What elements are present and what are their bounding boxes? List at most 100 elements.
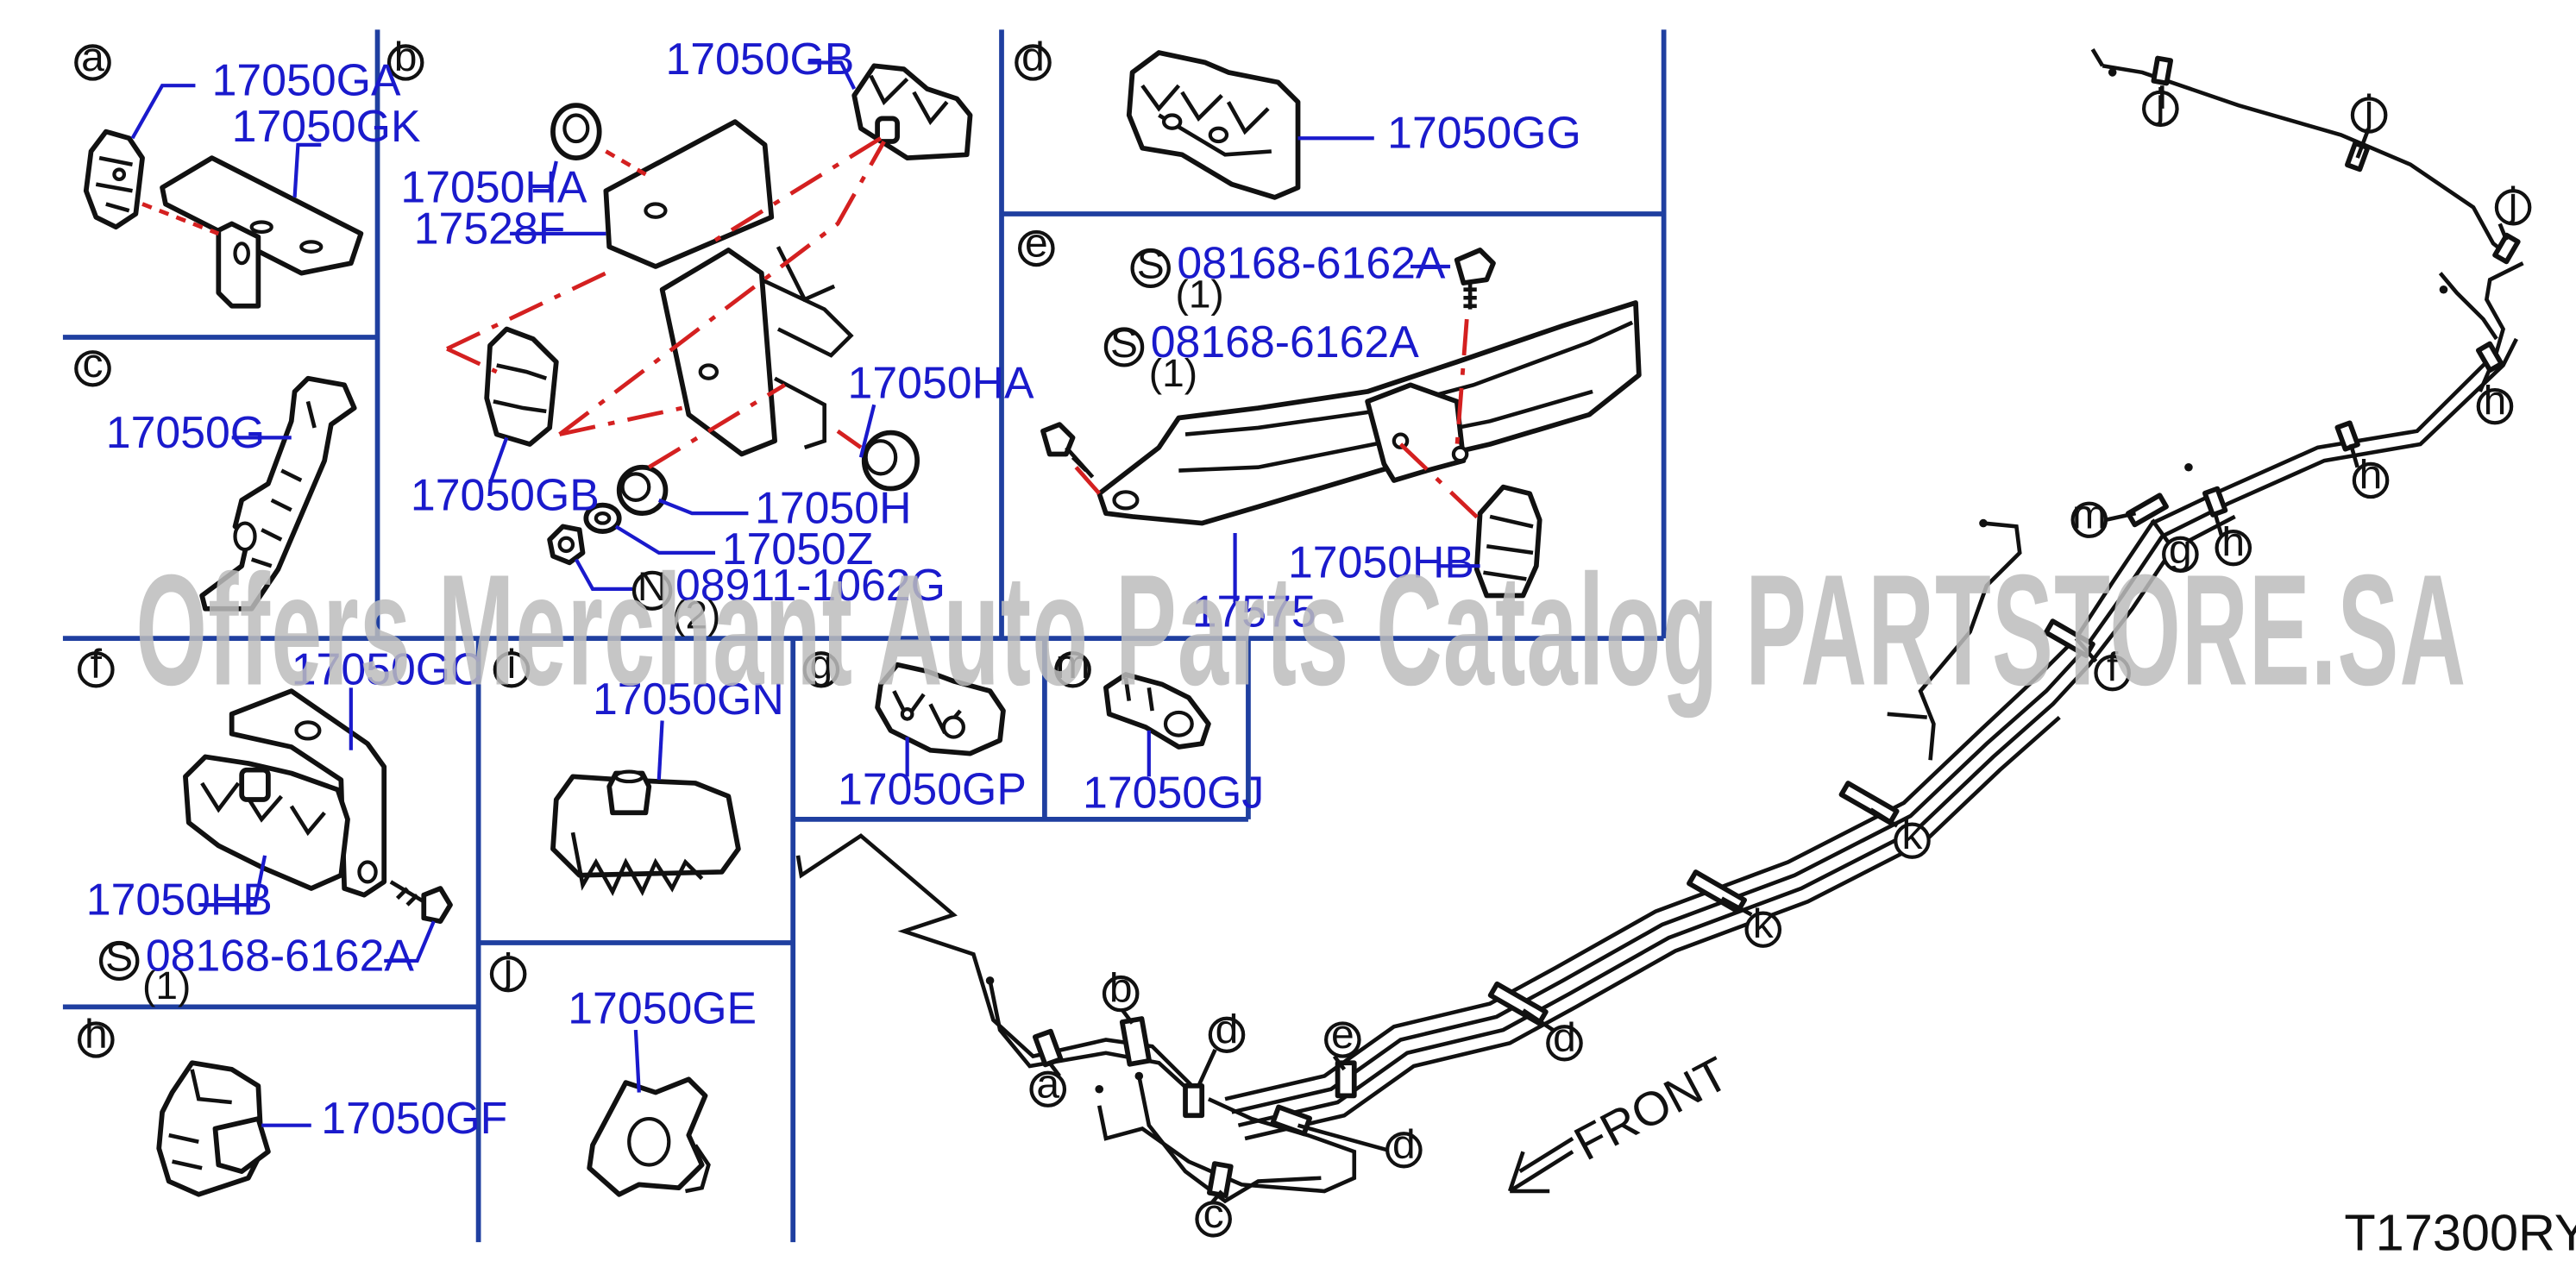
- part-number[interactable]: 17050GB: [411, 469, 600, 519]
- clip-17050hb-f-drawing: [183, 754, 350, 891]
- panel-label: a: [81, 35, 104, 80]
- panel-marker-d: d: [1015, 35, 1052, 81]
- prefix-s-marker: S: [1130, 242, 1171, 288]
- part-number[interactable]: 17050GB: [665, 34, 854, 84]
- panel-m: 17050GJ: [1083, 672, 1264, 818]
- callout-g: g: [2162, 526, 2199, 573]
- callout-label: k: [1753, 901, 1774, 947]
- part-number[interactable]: 17050GN: [593, 674, 784, 724]
- panel-a: 17050GA 17050GK: [83, 55, 421, 309]
- panel-label: f: [91, 642, 103, 687]
- callout-d: d: [1385, 1122, 1423, 1169]
- bolt-08168-f-drawing: [389, 880, 453, 925]
- callout-label: h: [2359, 453, 2383, 499]
- diagram-code: T17300RY: [2344, 1204, 2576, 1262]
- callout-j: j: [2350, 87, 2388, 134]
- panel-marker-c: c: [74, 341, 111, 387]
- part-number[interactable]: 17050H: [755, 483, 911, 533]
- clip-17050g-drawing: [199, 375, 357, 612]
- part-number[interactable]: 17528F: [414, 203, 566, 253]
- brake-tube-routing: [795, 48, 2524, 1204]
- crossmember-17575-drawing: [1096, 300, 1642, 526]
- quantity: (1): [1176, 272, 1224, 317]
- clip-17050gn-drawing: [550, 769, 741, 896]
- callout-h: h: [2352, 453, 2390, 499]
- callout-h: h: [2476, 379, 2514, 425]
- callout-k: k: [1894, 813, 1931, 859]
- part-number[interactable]: 17050HA: [400, 162, 587, 212]
- part-number[interactable]: 17050GF: [321, 1093, 507, 1143]
- panel-label: m: [1056, 642, 1090, 687]
- callout-label: e: [1331, 1012, 1354, 1057]
- nut-08911-drawing: [547, 524, 586, 566]
- panel-marker-h: h: [78, 1012, 115, 1058]
- washer-17050z-drawing: [583, 502, 622, 534]
- panel-c: 17050G: [106, 375, 357, 612]
- callout-label: m: [2072, 492, 2107, 537]
- panel-e: S 08168-6162A (1) S 08168-6162A (1) 1757…: [1040, 238, 1642, 637]
- callout-label: h: [2484, 379, 2507, 424]
- front-label: FRONT: [1566, 1046, 1737, 1170]
- callout-m: m: [2070, 492, 2108, 538]
- callout-h: h: [2215, 520, 2252, 567]
- panel-g: 17050GP: [838, 662, 1027, 814]
- quantity: (1): [142, 963, 191, 1007]
- panel-j: 17050GE: [568, 983, 757, 1197]
- callout-b: b: [1102, 966, 1140, 1013]
- quantity: (1): [1149, 350, 1197, 395]
- callout-label: a: [1036, 1061, 1059, 1107]
- callout-e: e: [1324, 1012, 1361, 1058]
- grommet-17050ha-left-drawing: [550, 103, 602, 160]
- panel-label: g: [809, 642, 832, 687]
- panel-marker-b: b: [386, 35, 424, 81]
- part-number[interactable]: 17050GA: [212, 55, 401, 105]
- clip-17050gp-drawing: [875, 662, 1006, 756]
- front-direction-indicator: FRONT: [1507, 1046, 1737, 1194]
- part-number[interactable]: 17050HB: [86, 875, 273, 925]
- part-number[interactable]: 08911-1062G: [675, 560, 946, 610]
- panel-marker-a: a: [74, 35, 111, 81]
- part-number[interactable]: 17050HB: [1288, 537, 1474, 587]
- part-number[interactable]: 08168-6162A: [1177, 238, 1446, 288]
- part-number[interactable]: 17050G: [106, 407, 265, 457]
- part-number[interactable]: 17575: [1192, 587, 1316, 637]
- clip-17050ga-drawing: [83, 129, 145, 230]
- callout-label: j: [2363, 87, 2374, 133]
- bolt-08168-lower-drawing: [1040, 422, 1095, 479]
- part-number[interactable]: 08168-6162A: [146, 931, 415, 981]
- panel-label: d: [1021, 35, 1045, 80]
- callout-label: k: [1901, 813, 1922, 858]
- panel-marker-m: m: [1054, 642, 1091, 688]
- panel-d: 17050GG: [1126, 50, 1581, 200]
- part-number[interactable]: 17050GK: [232, 101, 421, 151]
- panel-label: b: [394, 35, 418, 80]
- callout-label: h: [2221, 520, 2245, 566]
- panel-frames: [62, 29, 1667, 1243]
- part-number[interactable]: 17050GP: [838, 764, 1027, 814]
- callout-j: j: [2494, 179, 2532, 226]
- prefix-mark: S: [1137, 242, 1165, 287]
- watermark-text: Offers Merchant Auto Parts Catalog PARTS…: [135, 542, 2466, 718]
- clip-17050gb-top-drawing: [851, 63, 973, 160]
- callout-label: c: [1203, 1191, 1224, 1237]
- part-number[interactable]: 17050GE: [568, 983, 757, 1033]
- panel-h: 17050GF: [156, 1060, 507, 1197]
- bracket-17528f-drawing: [603, 119, 854, 457]
- bracket-17050gk-drawing: [160, 155, 364, 309]
- prefix-s-marker: S: [98, 935, 140, 982]
- callout-label: f: [2107, 645, 2119, 691]
- prefix-s-marker: S: [1103, 321, 1145, 367]
- part-number[interactable]: 17050GG: [1387, 108, 1581, 158]
- callout-d: d: [1546, 1015, 1583, 1062]
- panel-label: e: [1025, 221, 1048, 267]
- panel-i: 17050GN: [550, 674, 784, 896]
- panel-marker-g: g: [802, 642, 840, 688]
- part-number[interactable]: 17050HA: [848, 358, 1035, 408]
- part-number[interactable]: 17050GJ: [1083, 768, 1264, 818]
- clip-17050hb-e-drawing: [1473, 484, 1542, 599]
- part-number[interactable]: 17050Z: [722, 524, 874, 574]
- part-number[interactable]: 17050GC: [292, 644, 483, 694]
- clip-17050gf-drawing: [156, 1060, 271, 1197]
- part-number[interactable]: 08168-6162A: [1151, 317, 1420, 367]
- routing-callouts: j j j h h h m g f k k d e d b a d c: [1029, 81, 2532, 1238]
